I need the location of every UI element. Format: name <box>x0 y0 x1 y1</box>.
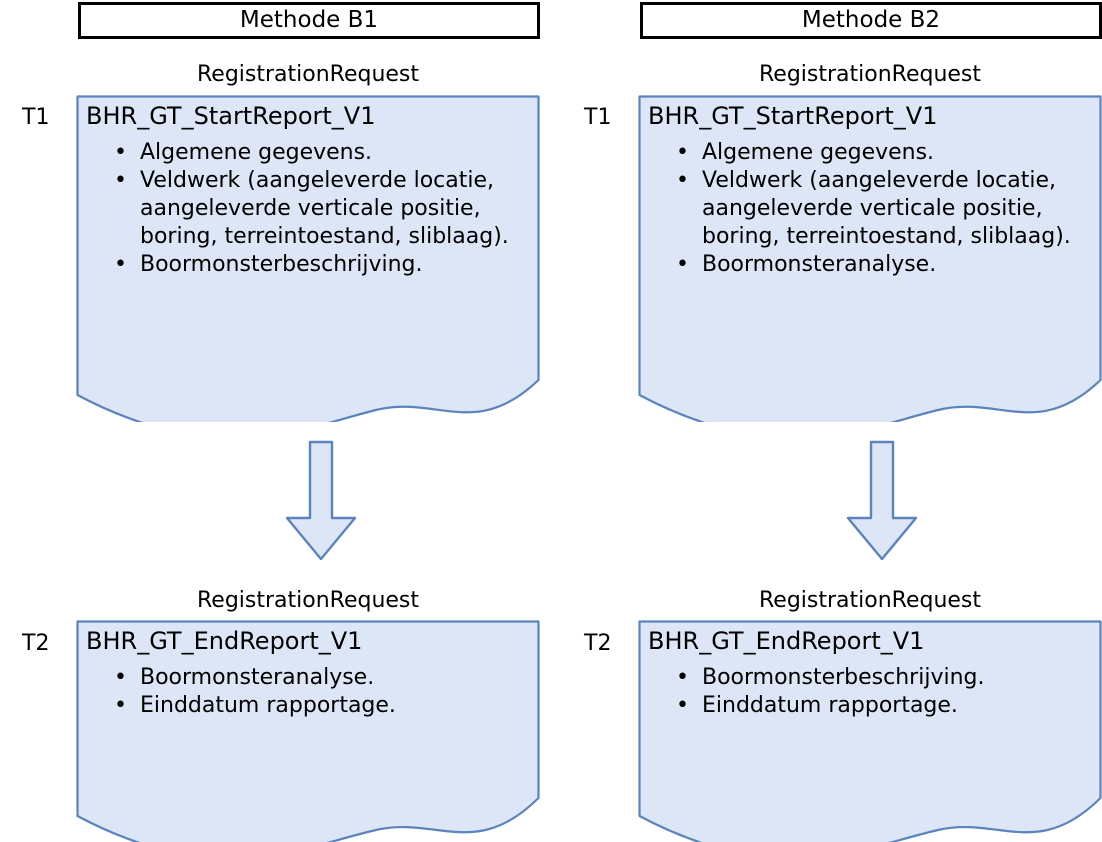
list-item: Boormonsterbeschrijving. <box>86 251 530 279</box>
document-b2-t1-bullet-list: Algemene gegevens. Veldwerk (aangeleverd… <box>648 139 1092 279</box>
document-b2-t1-caption: RegistrationRequest <box>758 62 982 87</box>
list-item: Algemene gegevens. <box>648 139 1092 167</box>
document-b2-t1-content: BHR_GT_StartReport_V1 Algemene gegevens.… <box>638 95 1102 279</box>
document-b2-t2-caption: RegistrationRequest <box>758 588 982 613</box>
document-b1-t1-content: BHR_GT_StartReport_V1 Algemene gegevens.… <box>76 95 540 279</box>
flow-arrow-down-b2 <box>846 440 918 562</box>
list-item: Veldwerk (aangeleverde locatie, aangelev… <box>86 167 530 251</box>
document-b1-t1: RegistrationRequest BHR_GT_StartReport_V… <box>76 62 540 422</box>
document-b1-t2-bullet-list: Boormonsteranalyse. Einddatum rapportage… <box>86 664 530 720</box>
list-item: Boormonsteranalyse. <box>648 251 1092 279</box>
document-b2-t2: RegistrationRequest BHR_GT_EndReport_V1 … <box>638 588 1102 842</box>
document-b1-t2-title: BHR_GT_EndReport_V1 <box>86 627 363 655</box>
method-header-b2-label: Methode B2 <box>801 7 941 33</box>
document-b2-t1: RegistrationRequest BHR_GT_StartReport_V… <box>638 62 1102 422</box>
document-b1-t1-bullet-list: Algemene gegevens. Veldwerk (aangeleverd… <box>86 139 530 279</box>
list-item: Einddatum rapportage. <box>86 692 530 720</box>
document-b2-t1-title: BHR_GT_StartReport_V1 <box>648 102 938 130</box>
document-b1-t2-content: BHR_GT_EndReport_V1 Boormonsteranalyse. … <box>76 620 540 720</box>
method-header-b1-label: Methode B1 <box>239 7 379 33</box>
list-item: Algemene gegevens. <box>86 139 530 167</box>
time-label-b2-t1: T1 <box>584 105 612 130</box>
document-b2-t2-bullet-list: Boormonsterbeschrijving. Einddatum rappo… <box>648 664 1092 720</box>
method-header-b2: Methode B2 <box>640 2 1102 39</box>
time-label-b1-t1: T1 <box>22 105 50 130</box>
document-b2-t2-content: BHR_GT_EndReport_V1 Boormonsterbeschrijv… <box>638 620 1102 720</box>
time-label-b1-t2: T2 <box>22 631 50 656</box>
list-item: Einddatum rapportage. <box>648 692 1092 720</box>
document-b1-t1-title: BHR_GT_StartReport_V1 <box>86 102 376 130</box>
time-label-b2-t2: T2 <box>584 631 612 656</box>
list-item: Boormonsteranalyse. <box>86 664 530 692</box>
method-header-b1: Methode B1 <box>78 2 540 39</box>
list-item: Boormonsterbeschrijving. <box>648 664 1092 692</box>
document-b1-t2: RegistrationRequest BHR_GT_EndReport_V1 … <box>76 588 540 842</box>
flow-arrow-down-b1 <box>285 440 357 562</box>
document-b1-t2-caption: RegistrationRequest <box>196 588 420 613</box>
document-b1-t1-caption: RegistrationRequest <box>196 62 420 87</box>
list-item: Veldwerk (aangeleverde locatie, aangelev… <box>648 167 1092 251</box>
document-b2-t2-title: BHR_GT_EndReport_V1 <box>648 627 925 655</box>
